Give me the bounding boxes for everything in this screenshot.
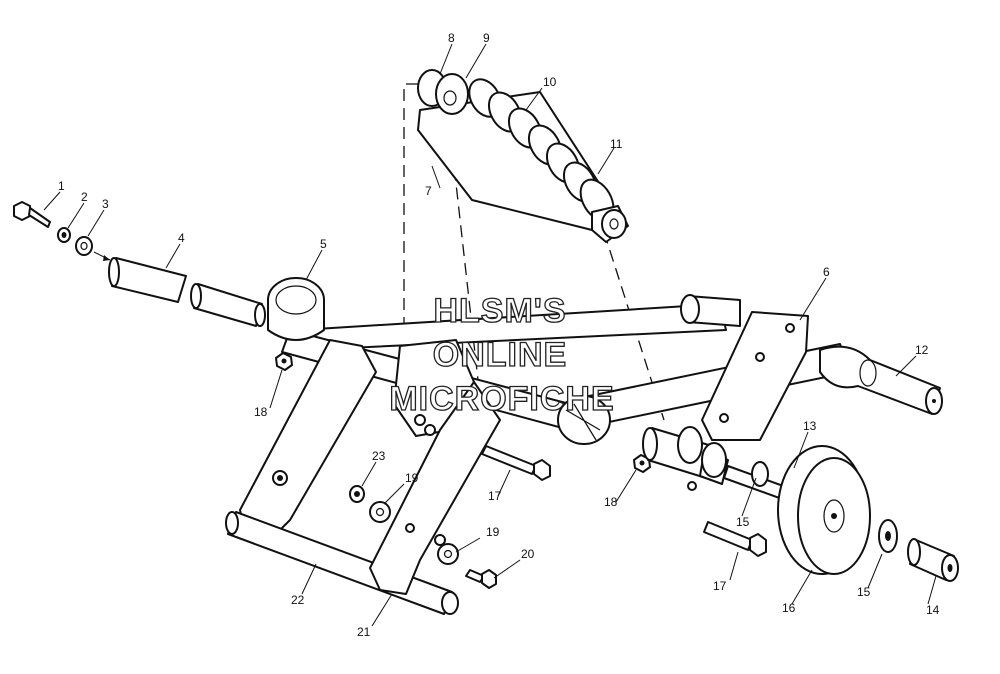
nut-18-right <box>633 454 651 473</box>
callout-4: 4 <box>178 231 185 245</box>
callout-5: 5 <box>320 237 327 251</box>
rear-plate-6 <box>701 311 809 441</box>
callout-13: 13 <box>803 419 817 433</box>
shock-absorber <box>417 69 629 243</box>
washer-15-inner <box>751 461 769 487</box>
callout-9: 9 <box>483 31 490 45</box>
idler-wheel-16 <box>777 445 871 575</box>
left-swing-arm <box>225 339 501 615</box>
bushing-hole <box>405 523 415 533</box>
washer-15-outer <box>878 519 898 553</box>
callout-1: 1 <box>58 179 65 193</box>
callout-20: 20 <box>521 547 535 561</box>
callout-23: 23 <box>372 449 386 463</box>
washer-19-upper <box>369 501 391 523</box>
callout-18-left: 18 <box>254 405 268 419</box>
nut-23 <box>349 485 365 503</box>
callout-11: 11 <box>610 137 623 151</box>
lower-shock-eye <box>601 209 627 239</box>
right-swing-arm-21 <box>369 381 501 595</box>
watermark-line-1: HLSM'S <box>433 292 566 330</box>
callout-16: 16 <box>782 601 796 615</box>
callout-2: 2 <box>81 190 88 204</box>
callout-3: 3 <box>102 197 109 211</box>
callout-21: 21 <box>357 625 371 639</box>
callout-15-outer: 15 <box>857 585 871 599</box>
callout-12: 12 <box>915 343 929 357</box>
front-bolt-assembly <box>13 201 266 327</box>
callout-15-inner: 15 <box>736 515 750 529</box>
bolt-17-lower <box>703 521 767 557</box>
front-rod <box>111 257 187 303</box>
callout-17-upper: 17 <box>488 489 502 503</box>
upper-shock-eye <box>435 73 469 115</box>
callout-labels: 1 2 3 4 5 6 7 8 9 10 11 12 13 14 15 15 1… <box>58 31 940 639</box>
callout-14: 14 <box>926 603 940 617</box>
callout-6: 6 <box>823 265 830 279</box>
callout-22: 22 <box>291 593 305 607</box>
bolt-17-upper <box>481 445 551 481</box>
bolt-shank <box>28 207 51 228</box>
washer-19-lower <box>437 543 459 565</box>
spacer-14 <box>907 538 959 582</box>
callout-7: 7 <box>425 184 432 198</box>
nut-18-left <box>275 352 293 371</box>
callout-10: 10 <box>543 75 557 89</box>
watermark: HLSM'S ONLINE MICROFICHE <box>389 291 615 418</box>
bolt-20 <box>465 569 497 589</box>
washer-3 <box>75 236 93 256</box>
callout-8: 8 <box>448 31 455 45</box>
callout-19-upper: 19 <box>405 471 419 485</box>
leader-lines <box>43 43 937 627</box>
watermark-line-2: ONLINE <box>433 336 567 374</box>
bolt-head <box>13 201 31 221</box>
callout-17-lower: 17 <box>713 579 727 593</box>
watermark-line-3: MICROFICHE <box>389 380 614 418</box>
callout-18-right: 18 <box>604 495 618 509</box>
callout-19-lower: 19 <box>486 525 500 539</box>
